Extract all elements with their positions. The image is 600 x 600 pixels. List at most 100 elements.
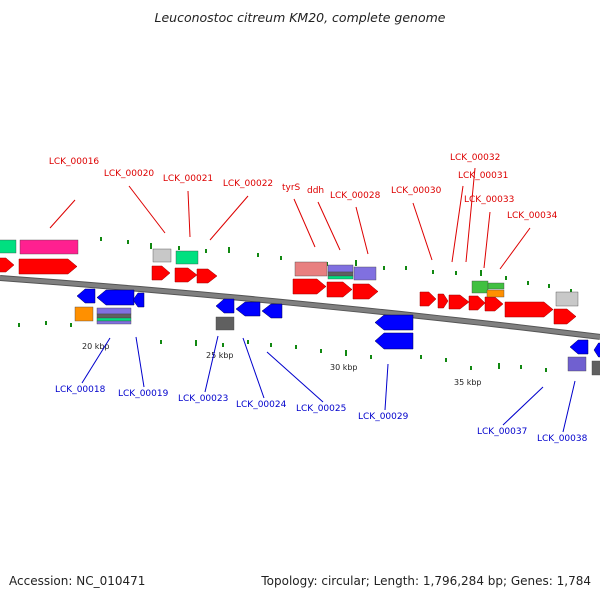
tick-mark-17: [480, 270, 482, 276]
tick-mark-20: [548, 284, 550, 288]
bottom-gene-label-7: LCK_00038: [537, 434, 588, 444]
forward-gene-arrow-6: [326, 281, 353, 298]
tick-mark-25: [247, 340, 249, 344]
forward-gene-arrow-3: [174, 267, 198, 283]
tick-mark-14: [405, 266, 407, 270]
category-box-18: [215, 316, 235, 331]
top-label-connector-0: [49, 199, 76, 229]
forward-gene-arrow-5: [292, 278, 327, 295]
category-box-4: [294, 261, 328, 277]
tick-mark-6: [178, 246, 180, 250]
scale-label-0: 20 kbp: [82, 342, 110, 351]
map-title: Leuconostoc citreum KM20, complete genom…: [154, 10, 446, 25]
category-box-16: [96, 317, 132, 322]
bottom-label-connector-5: [384, 363, 389, 411]
scale-label-3: 35 kbp: [454, 378, 482, 387]
category-box-8: [353, 266, 377, 281]
forward-gene-arrow-1: [18, 258, 78, 275]
category-box-20: [591, 360, 600, 376]
top-label-connector-7: [412, 202, 433, 261]
tick-mark-21: [570, 289, 572, 293]
tick-mark-1: [45, 321, 47, 325]
accession-label: Accession: NC_010471: [9, 574, 146, 588]
top-gene-label-10: LCK_00033: [464, 195, 514, 205]
bottom-label-connector-7: [562, 380, 576, 433]
tick-mark-0: [18, 323, 20, 327]
tick-mark-5: [150, 243, 152, 249]
bottom-gene-label-6: LCK_00037: [477, 427, 527, 437]
top-label-connector-5: [317, 201, 341, 251]
top-label-connector-9: [465, 167, 476, 263]
tick-mark-3: [100, 237, 102, 241]
category-box-5: [327, 264, 354, 273]
bottom-label-connector-0: [81, 337, 111, 384]
scale-label-1: 25 kbp: [206, 351, 234, 360]
reverse-gene-arrow-6: [374, 314, 414, 331]
reverse-gene-arrow-7: [374, 332, 414, 350]
top-gene-label-1: LCK_00020: [104, 169, 155, 179]
category-box-0: [0, 239, 17, 254]
tick-mark-8: [228, 247, 230, 253]
forward-gene-arrow-4: [196, 268, 218, 284]
reverse-gene-arrow-8: [569, 339, 589, 355]
bottom-label-connector-2: [204, 335, 219, 393]
forward-gene-arrow-10: [448, 294, 470, 310]
bottom-label-connector-4: [266, 351, 324, 403]
top-gene-label-5: ddh: [307, 186, 324, 196]
tick-mark-23: [195, 340, 197, 346]
reverse-gene-arrow-3: [215, 298, 235, 314]
tick-mark-2: [70, 323, 72, 327]
bottom-gene-label-0: LCK_00018: [55, 385, 106, 395]
category-box-13: [74, 306, 94, 322]
top-gene-label-11: LCK_00034: [507, 211, 558, 221]
forward-gene-arrow-0: [0, 257, 15, 273]
category-box-3: [175, 250, 199, 265]
tick-mark-12: [355, 260, 357, 266]
tick-mark-4: [127, 240, 129, 244]
bottom-gene-label-5: LCK_00029: [358, 412, 409, 422]
bottom-gene-label-3: LCK_00024: [236, 400, 287, 410]
bottom-gene-label-2: LCK_00023: [178, 394, 228, 404]
top-label-connector-8: [451, 185, 464, 263]
reverse-gene-arrow-2: [132, 292, 145, 308]
tick-mark-27: [295, 345, 297, 349]
tick-mark-30: [370, 355, 372, 359]
tick-mark-16: [455, 271, 457, 275]
genome-summary: Topology: circular; Length: 1,796,284 bp…: [261, 574, 591, 588]
top-label-connector-11: [499, 227, 531, 270]
top-label-connector-10: [483, 211, 491, 269]
top-gene-label-7: LCK_00030: [391, 186, 442, 196]
top-label-connector-3: [209, 195, 249, 241]
tick-mark-35: [520, 365, 522, 369]
tick-mark-9: [257, 253, 259, 257]
category-box-19: [567, 356, 587, 372]
tick-mark-7: [205, 249, 207, 253]
category-box-6: [327, 271, 354, 277]
tick-mark-28: [320, 349, 322, 353]
reverse-gene-arrow-4: [235, 301, 261, 317]
scale-label-2: 30 kbp: [330, 363, 358, 372]
reverse-gene-arrow-0: [76, 288, 96, 304]
tick-mark-32: [445, 358, 447, 362]
bottom-label-connector-3: [242, 337, 265, 399]
tick-mark-10: [280, 256, 282, 260]
category-box-15: [96, 313, 132, 319]
category-box-17: [96, 320, 132, 325]
tick-mark-22: [160, 340, 162, 344]
forward-gene-arrow-2: [151, 265, 171, 281]
top-gene-label-9: LCK_00032: [450, 153, 500, 163]
tick-mark-26: [270, 343, 272, 347]
forward-gene-arrow-9: [437, 293, 449, 309]
category-box-1: [19, 239, 79, 255]
top-gene-label-0: LCK_00016: [49, 157, 100, 167]
top-label-connector-6: [355, 206, 369, 255]
category-box-14: [96, 307, 132, 315]
category-box-11: [486, 289, 505, 298]
forward-gene-arrow-8: [419, 291, 437, 307]
bottom-gene-label-4: LCK_00025: [296, 404, 346, 414]
category-box-12: [555, 291, 579, 307]
top-gene-label-8: LCK_00031: [458, 171, 508, 181]
category-box-10: [487, 282, 505, 290]
